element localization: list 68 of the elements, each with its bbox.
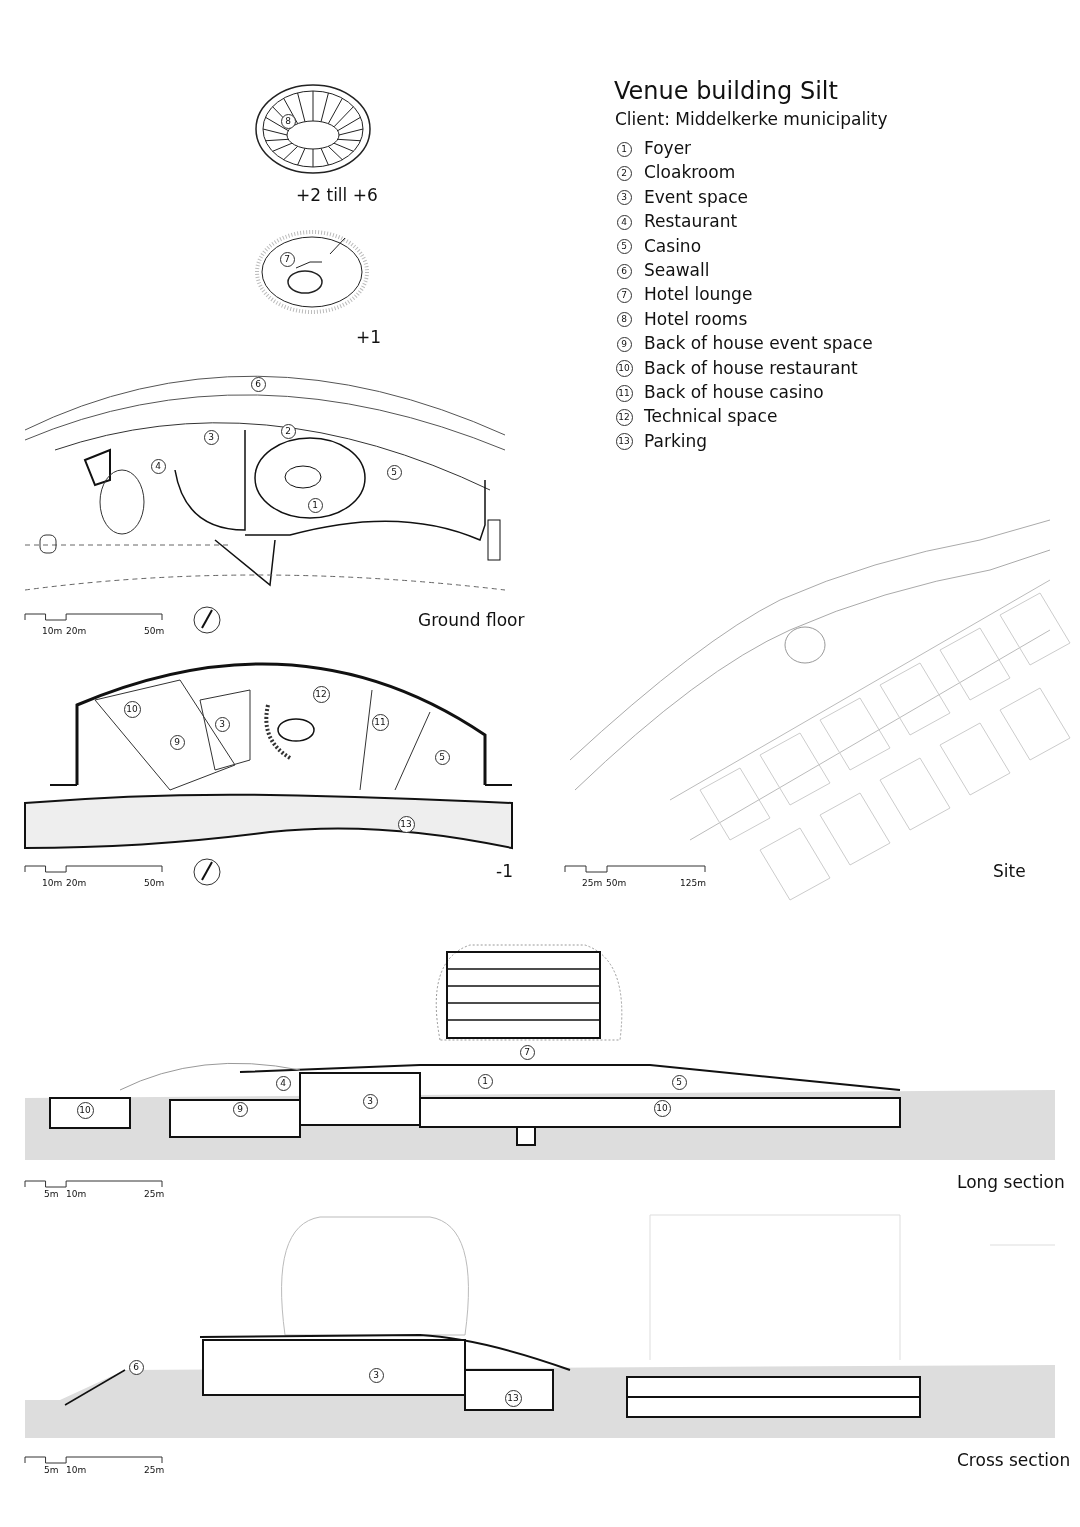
legend-text: Foyer: [644, 139, 692, 158]
callout-number: 7: [519, 1044, 535, 1060]
legend-number: 2: [616, 165, 632, 181]
callout-number: 5: [386, 464, 402, 480]
legend-number: 5: [616, 239, 632, 255]
legend-number: 10: [615, 360, 633, 378]
scale-label: 25m: [582, 879, 603, 889]
legend-text: Cloakroom: [644, 163, 736, 183]
legend-text: Technical space: [644, 407, 778, 427]
plan-title: -1: [496, 862, 513, 881]
callout-number: 10: [123, 700, 141, 718]
scale-label: 50m: [144, 879, 165, 889]
scale-label: 5m: [44, 1466, 59, 1476]
section-title: Long section: [957, 1173, 1065, 1192]
legend-text: Back of house casino: [644, 383, 824, 402]
scale-label: 50m: [606, 879, 627, 889]
legend-number: 6: [616, 263, 632, 279]
callout-number: 7: [279, 251, 295, 267]
legend-number: 1: [616, 141, 632, 157]
legend-number: 8: [616, 312, 632, 328]
callout-number: 12: [312, 685, 330, 703]
callout-number: 4: [275, 1075, 291, 1091]
scale-label: 20m: [66, 879, 87, 889]
scale-label: 10m: [42, 627, 63, 637]
callout-number: 9: [169, 734, 185, 750]
plan-title: +1: [356, 328, 382, 347]
callout-number: 3: [214, 716, 230, 732]
client-note: Client: Middelkerke municipality: [615, 110, 888, 129]
callout-number: 5: [434, 749, 450, 765]
legend-text: Restaurant: [644, 212, 738, 231]
scale-label: 20m: [66, 627, 87, 637]
scale-label: 25m: [144, 1466, 165, 1476]
legend-number: 4: [616, 214, 632, 230]
legend-text: Seawall: [644, 261, 710, 280]
legend-number: 7: [616, 287, 632, 303]
legend-number: 13: [615, 433, 633, 451]
legend-number: 12: [615, 408, 633, 426]
section-title: Cross section: [957, 1451, 1071, 1470]
legend-number: 3: [616, 190, 632, 206]
callout-number: 11: [371, 713, 389, 731]
plan-title: Ground floor: [418, 611, 525, 630]
legend-text: Casino: [644, 236, 702, 256]
callout-number: 1: [477, 1073, 493, 1089]
legend-number: 11: [615, 384, 633, 402]
legend-text: Back of house event space: [644, 334, 873, 353]
callout-number: 2: [280, 423, 296, 439]
scale-label: 125m: [680, 879, 706, 889]
scale-label: 25m: [144, 1190, 165, 1200]
scale-label: 5m: [44, 1190, 59, 1200]
legend-text: Parking: [644, 431, 708, 451]
callout-number: 4: [150, 458, 166, 474]
legend-text: Hotel lounge: [644, 285, 753, 305]
sheet-title: Venue building Silt: [614, 78, 838, 105]
scale-label: 10m: [66, 1466, 87, 1476]
legend-text: Back of house restaurant: [644, 358, 858, 378]
scale-label: 10m: [66, 1190, 87, 1200]
legend-number: 9: [616, 336, 632, 352]
legend-text: Hotel rooms: [644, 309, 748, 329]
scale-label: 10m: [42, 879, 63, 889]
legend-text: Event space: [644, 187, 748, 207]
callout-number: 1: [307, 497, 323, 513]
scale-label: 50m: [144, 627, 165, 637]
callout-number: 5: [671, 1074, 687, 1090]
callout-number: 3: [203, 429, 219, 445]
plan-title: Site: [993, 862, 1026, 881]
callout-number: 6: [128, 1359, 144, 1375]
plan-title: +2 till +6: [296, 186, 378, 205]
callout-number: 8: [280, 113, 296, 129]
